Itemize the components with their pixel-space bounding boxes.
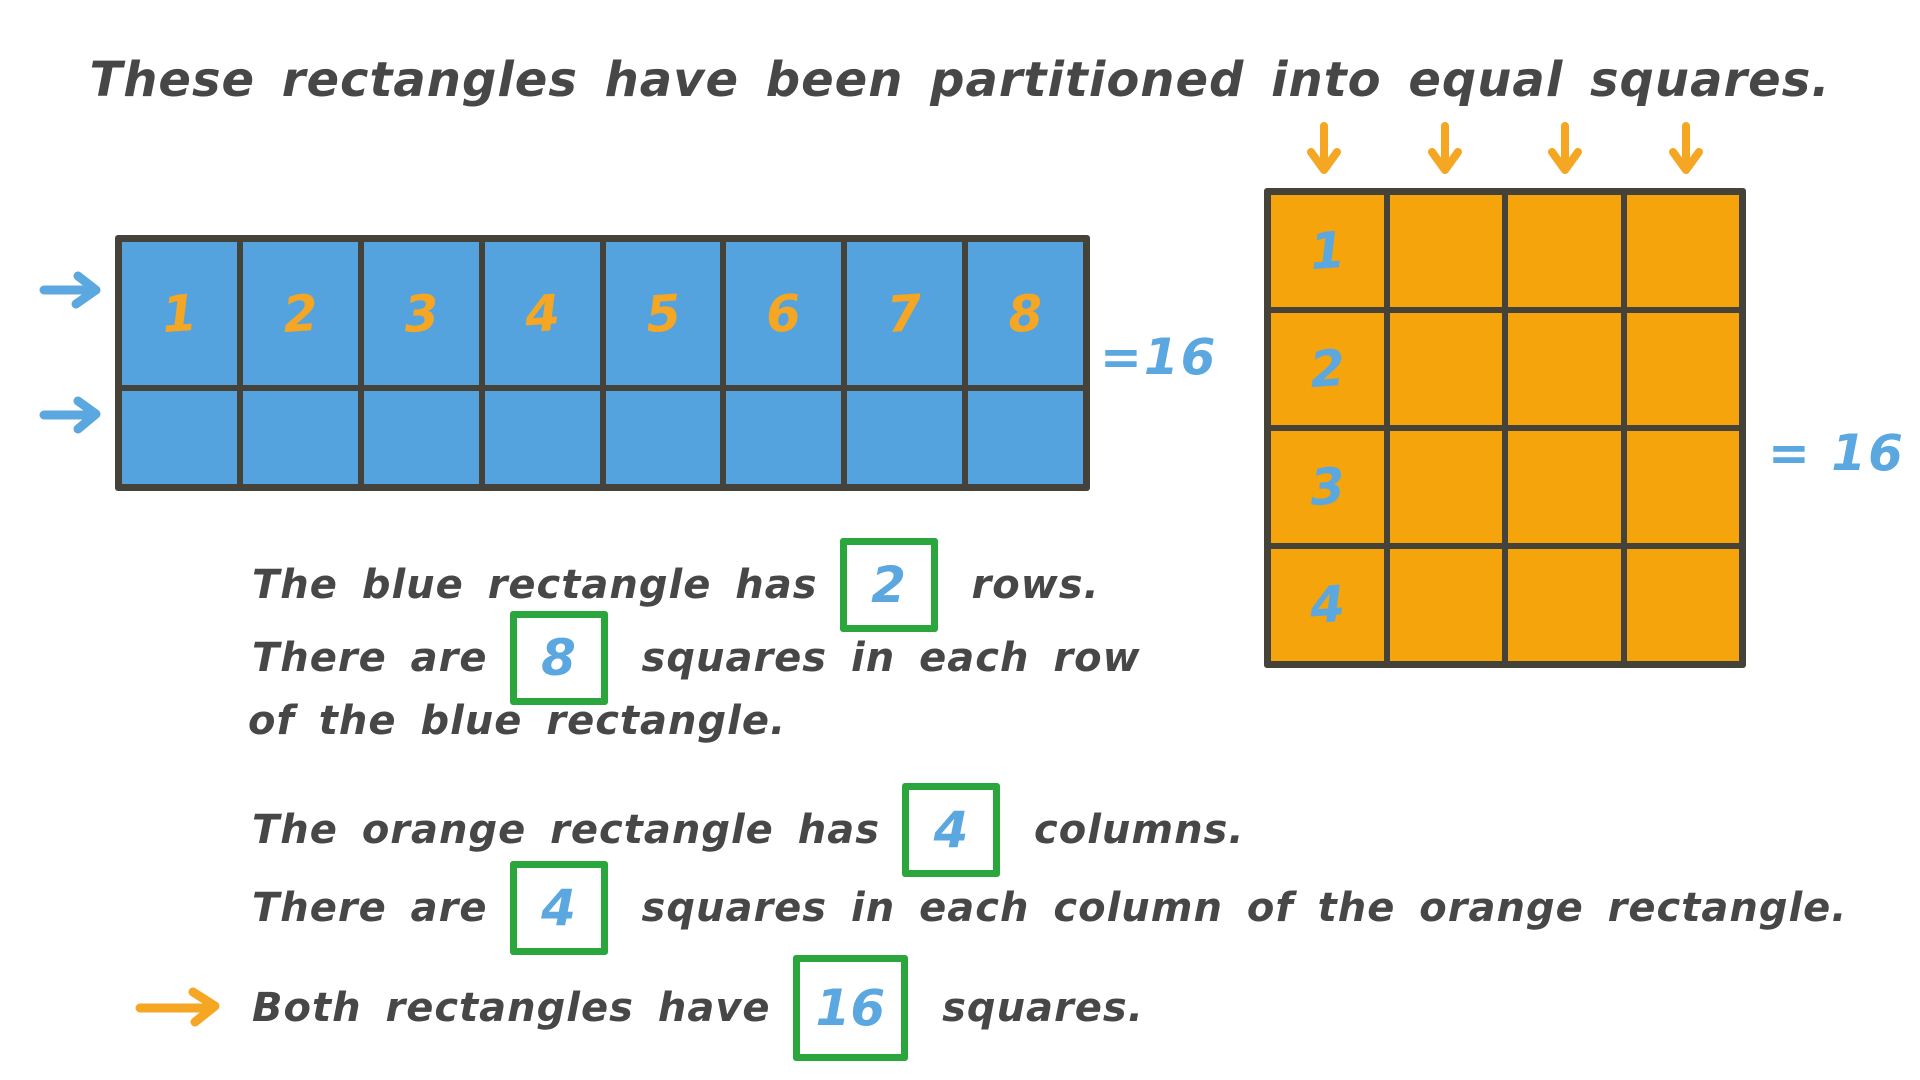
cell-number: 6 <box>764 283 804 344</box>
grid-cell <box>1508 195 1621 307</box>
grid-cell: 7 <box>847 242 963 385</box>
statement-text: There are <box>252 635 488 681</box>
statement-text: Both rectangles have <box>252 985 771 1031</box>
grid-cell <box>1626 431 1739 543</box>
statement-orange-squares: There are 4 squares in each column of th… <box>252 860 1848 956</box>
cell-number: 4 <box>1307 574 1347 636</box>
cell-number: 1 <box>1307 220 1347 282</box>
statement-text: columns. <box>1034 807 1245 853</box>
statement-blue-squares: There are 8 squares in each row <box>252 611 1141 705</box>
grid-cell <box>1389 549 1502 661</box>
statement-text: The orange rectangle has <box>252 807 881 853</box>
answer-box-orange-columns: 4 <box>902 783 1001 877</box>
cell-number: 8 <box>1006 283 1045 344</box>
statement-text: squares in each column of the orange rec… <box>641 885 1848 931</box>
grid-cell <box>122 391 237 484</box>
blue-total-label: =16 <box>1100 328 1218 386</box>
grid-cell <box>1389 195 1502 307</box>
page-title: These rectangles have been partitioned i… <box>89 52 1831 108</box>
grid-cell: 3 <box>363 242 479 385</box>
grid-cell: 4 <box>484 242 600 385</box>
grid-cell <box>1389 313 1502 425</box>
answer-box-orange-squares: 4 <box>509 861 608 955</box>
grid-cell <box>1508 431 1621 543</box>
grid-cell <box>1508 549 1621 661</box>
row-arrow-icon <box>38 268 114 312</box>
column-arrows <box>1264 120 1746 182</box>
grid-cell <box>1508 313 1621 425</box>
grid-cell: 5 <box>605 242 721 385</box>
grid-cell: 3 <box>1271 431 1384 543</box>
grid-cell <box>363 391 479 484</box>
statement-blue-squares-continued: of the blue rectangle. <box>248 694 786 748</box>
grid-cell: 6 <box>726 242 842 385</box>
cell-number: 3 <box>401 283 441 344</box>
column-arrow-icon <box>1425 120 1465 182</box>
grid-cell: 8 <box>968 242 1083 385</box>
cell-number: 4 <box>522 283 562 344</box>
grid-cell <box>1389 431 1502 543</box>
column-arrow-icon <box>1666 120 1706 182</box>
statement-orange-columns: The orange rectangle has 4 columns. <box>252 782 1245 878</box>
grid-cell <box>242 391 358 484</box>
grid-cell <box>1626 195 1739 307</box>
cell-number: 2 <box>280 283 320 344</box>
column-arrow-icon <box>1545 120 1585 182</box>
grid-cell: 4 <box>1271 549 1384 661</box>
answer-box-total-squares: 16 <box>792 955 909 1061</box>
grid-cell: 1 <box>122 242 237 385</box>
grid-cell <box>484 391 600 484</box>
statement-conclusion: Both rectangles have 16 squares. <box>252 952 1144 1064</box>
blue-rectangle-grid: 1 2 3 4 5 6 7 8 <box>115 235 1090 491</box>
grid-cell: 2 <box>242 242 358 385</box>
orange-rectangle-grid: 1 2 3 4 <box>1264 188 1746 668</box>
statement-text: of the blue rectangle. <box>248 698 787 744</box>
row-arrow-icon <box>38 391 114 435</box>
statement-blue-rows: The blue rectangle has 2 rows. <box>252 537 1100 633</box>
grid-cell <box>1626 313 1739 425</box>
grid-cell <box>726 391 842 484</box>
statement-text: squares. <box>942 985 1144 1031</box>
grid-cell <box>605 391 721 484</box>
answer-box-blue-rows: 2 <box>839 538 938 632</box>
statement-text: The blue rectangle has <box>252 562 818 608</box>
answer-box-blue-squares: 8 <box>509 611 608 705</box>
grid-cell <box>1626 549 1739 661</box>
orange-total-label: = 16 <box>1768 424 1905 482</box>
cell-number: 7 <box>885 283 925 344</box>
conclusion-arrow-icon <box>133 984 233 1030</box>
grid-cell: 1 <box>1271 195 1384 307</box>
cell-number: 2 <box>1307 338 1347 400</box>
grid-cell <box>847 391 963 484</box>
cell-number: 5 <box>643 283 683 344</box>
statement-text: There are <box>252 885 488 931</box>
statement-text: squares in each row <box>641 635 1141 681</box>
cell-number: 3 <box>1307 456 1347 518</box>
column-arrow-icon <box>1304 120 1344 182</box>
statement-text: rows. <box>971 562 1100 608</box>
grid-cell: 2 <box>1271 313 1384 425</box>
cell-number: 1 <box>160 283 199 344</box>
grid-cell <box>968 391 1083 484</box>
